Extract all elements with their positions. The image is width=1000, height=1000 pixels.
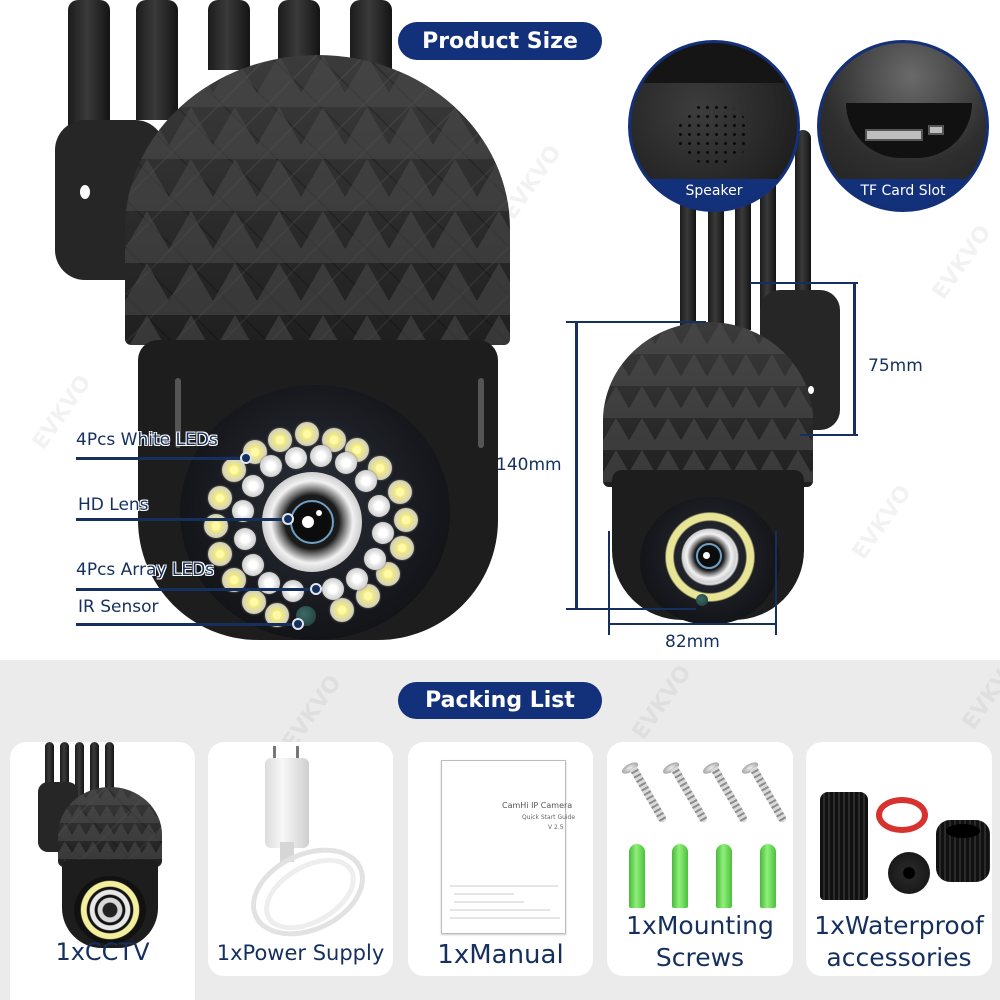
dimension-label: 82mm [665,632,720,652]
inset-tf-card-slot: TF Card Slot [817,40,989,212]
packing-item-manual: CamHi IP Camera Quick Start Guide V 2.5 … [408,742,593,976]
pointer-dot-icon [292,618,304,630]
dimension-label: 75mm [868,356,923,376]
inset-speaker: Speaker [628,40,800,212]
item-label: 1xPower Supply [216,941,385,965]
speaker-icon [676,103,750,165]
item-label-line2: accessories [826,943,972,972]
packing-item-cctv: 1xCCTV [10,742,195,1000]
item-label: 1xCCTV [55,938,150,966]
item-label: 1xManual [437,940,564,970]
product-size-title: Product Size [398,22,602,60]
packing-item-waterproof-accessories: 1xWaterproof accessories [806,742,992,976]
watermark: EVKVO [627,660,697,745]
item-label-line1: 1xMounting [626,911,774,940]
pointer-dot-icon [240,452,252,464]
item-label-line1: 1xWaterproof [814,911,984,940]
packing-list-title: Packing List [398,682,602,719]
packing-item-mounting-screws: 1xMounting Screws [607,742,793,976]
watermark: EVKVO [927,220,997,305]
watermark: EVKVO [847,480,917,565]
callout-label: HD Lens [78,495,149,515]
callout-label: 4Pcs Array LEDs [76,560,215,580]
watermark: EVKVO [957,650,1000,735]
manual-icon: CamHi IP Camera Quick Start Guide V 2.5 [441,760,575,934]
callout-label: IR Sensor [78,597,159,617]
inset-label: Speaker [631,179,797,209]
pointer-dot-icon [282,513,294,525]
callout-label: 4Pcs White LEDs [76,430,218,450]
packing-item-power-supply: 1xPower Supply [208,742,393,976]
product-size-section: EVKVO EVKVO EVKVO EVKVO [27,0,997,652]
packing-list-section: EVKVO EVKVO EVKVO Packing List 1xCCTV [0,651,1000,1000]
sd-card-slot-icon [865,129,923,141]
pointer-dot-icon [310,583,322,595]
item-label-line2: Screws [655,943,745,972]
dimension-label: 140mm [496,455,562,475]
inset-label: TF Card Slot [820,179,986,209]
